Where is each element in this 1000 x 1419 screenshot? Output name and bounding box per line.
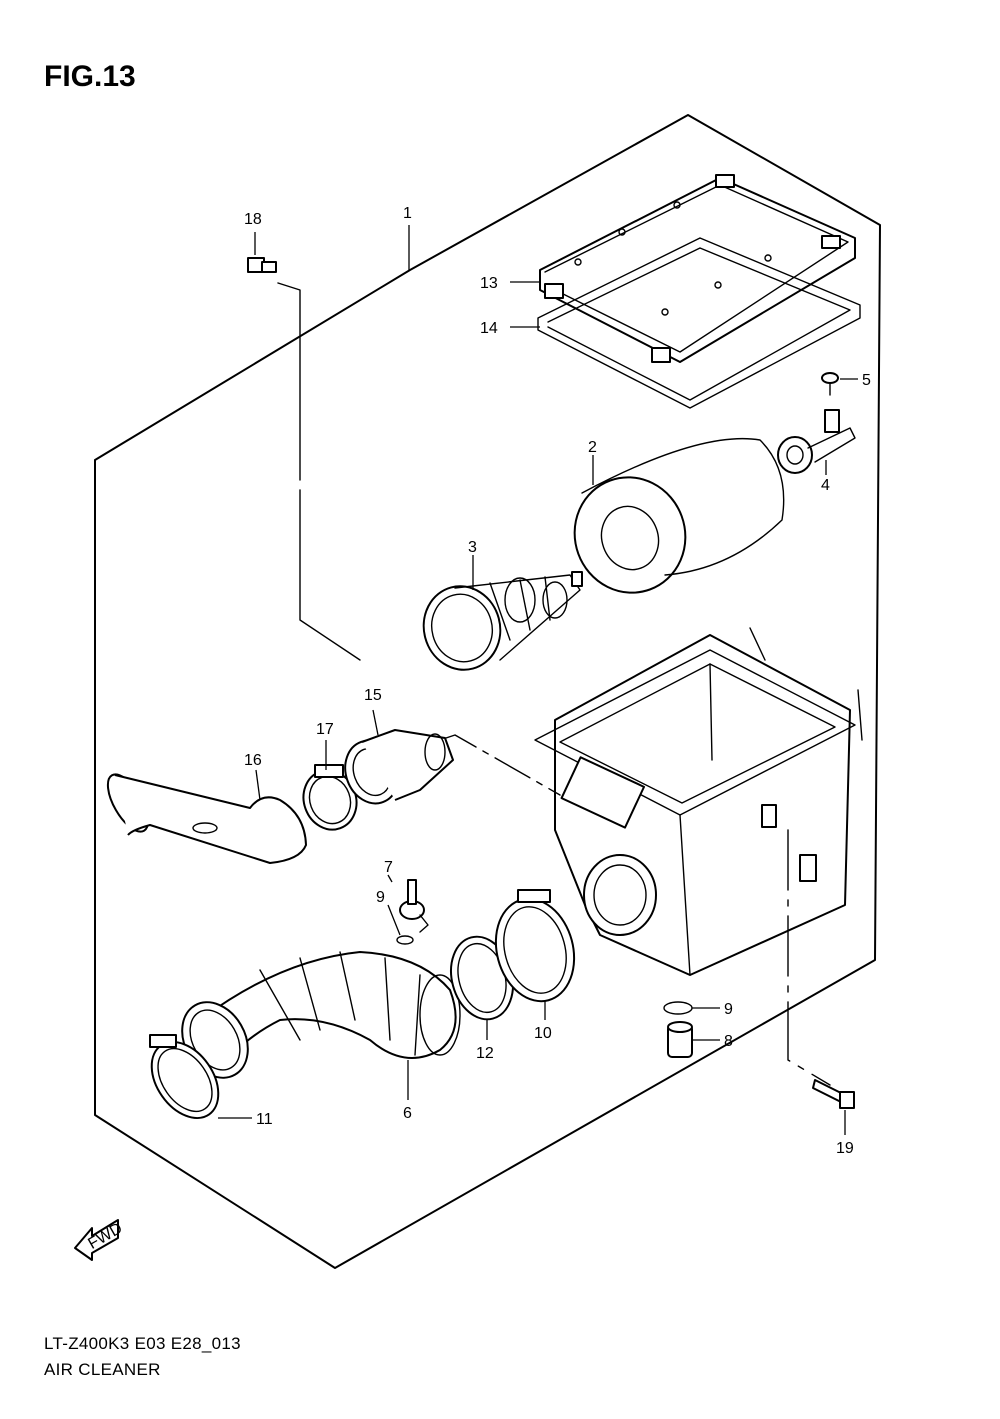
callout-13: 13 — [480, 275, 498, 292]
outlet-tube-15 — [344, 729, 454, 805]
screw-5 — [821, 372, 839, 396]
clamp-11 — [149, 1034, 220, 1119]
bolt-18-leader-line — [277, 282, 361, 661]
callout-11: 11 — [256, 1111, 273, 1128]
callout-19: 19 — [836, 1140, 854, 1157]
assembly-frame — [94, 114, 881, 1269]
intake-duct — [181, 951, 461, 1079]
callout-14: 14 — [480, 320, 498, 337]
callout-5: 5 — [862, 372, 871, 389]
callout-10: 10 — [534, 1025, 552, 1042]
air-box-case — [534, 627, 863, 976]
leader-lines — [218, 225, 858, 1135]
clamp-10 — [494, 889, 576, 1003]
o-ring-9-left — [396, 935, 414, 945]
bolt-18 — [247, 257, 277, 273]
callout-1: 1 — [403, 205, 412, 222]
filter-cage — [422, 571, 583, 671]
intake-tube — [106, 773, 307, 864]
callout-7: 7 — [384, 859, 393, 876]
model-code: LT-Z400K3 E03 E28_013 — [44, 1334, 241, 1353]
callout-15: 15 — [364, 687, 382, 704]
callout-4: 4 — [821, 477, 830, 494]
callout-2: 2 — [588, 439, 597, 456]
spacer-8 — [667, 1021, 693, 1058]
diagram-caption: AIR CLEANER — [44, 1360, 161, 1379]
callout-6: 6 — [403, 1105, 412, 1122]
callout-16: 16 — [244, 752, 262, 769]
air-box-cover — [539, 174, 856, 363]
cover-gasket — [537, 237, 861, 409]
bolt-19 — [812, 1079, 855, 1109]
sensor-7 — [399, 879, 429, 933]
filter-holder-4 — [777, 409, 856, 474]
callouts: 1 2 3 4 5 6 7 8 9 9 10 11 12 13 14 15 16… — [244, 205, 871, 1157]
figure-title: FIG.13 — [44, 60, 136, 93]
callout-8: 8 — [724, 1033, 733, 1050]
clamp-17 — [302, 764, 358, 831]
callout-3: 3 — [468, 539, 477, 556]
filter-element — [573, 437, 785, 594]
fwd-arrow-icon: FWD — [74, 1219, 125, 1261]
callout-9-left: 9 — [376, 889, 385, 906]
fwd-label: FWD — [85, 1220, 125, 1253]
o-ring-9-right — [663, 1001, 693, 1015]
callout-18: 18 — [244, 211, 262, 228]
callout-12: 12 — [476, 1045, 494, 1062]
callout-9-right: 9 — [724, 1001, 733, 1018]
callout-17: 17 — [316, 721, 334, 738]
